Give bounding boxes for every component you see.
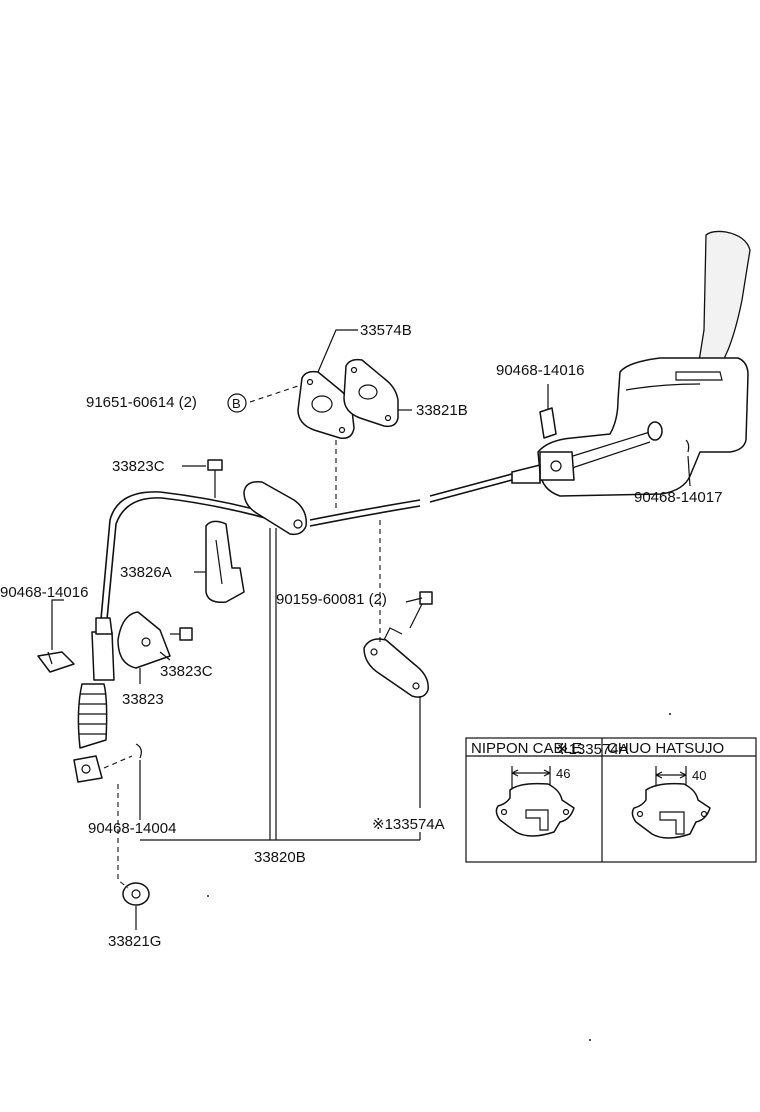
inset-frame xyxy=(465,737,757,863)
inset-header-nippon-cable: NIPPON CABLE xyxy=(471,740,582,757)
stray-mark xyxy=(589,1039,591,1041)
label-133574A-main: ※133574A xyxy=(372,816,445,833)
inset-dimension-40: 40 xyxy=(692,768,706,783)
part-labels: 33574B 91651-60614 (2) B 33821B 90468-14… xyxy=(0,322,722,950)
label-33574B: 33574B xyxy=(360,322,412,339)
inset-133574A: ※133574A NIPPON CABLE CHUO HATSUJO 46 40 xyxy=(465,737,757,863)
inset-plate-chuo-hatsujo: 40 xyxy=(631,766,711,839)
clip-90468-14016-top xyxy=(539,407,557,439)
label-33823: 33823 xyxy=(122,691,164,708)
clip-90468-14017 xyxy=(685,439,690,453)
label-90468-14004: 90468-14004 xyxy=(88,820,176,837)
part-33826A xyxy=(205,520,245,604)
bolt-33823C-mid xyxy=(170,627,193,641)
label-33820B: 33820B xyxy=(254,849,306,866)
label-91651-60614: 91651-60614 (2) xyxy=(86,394,197,411)
cable-bracket xyxy=(243,480,307,536)
part-133574A xyxy=(363,627,429,698)
callout-b-circle xyxy=(227,393,247,413)
inset-dimension-46: 46 xyxy=(556,766,570,781)
leader-lines xyxy=(51,329,691,930)
clip-90468-14016-left xyxy=(37,651,75,673)
inset-plate-nippon-cable: 46 xyxy=(495,766,575,837)
label-90468-14016-left: 90468-14016 xyxy=(0,584,88,601)
part-33821G xyxy=(122,882,150,906)
label-33826A: 33826A xyxy=(120,564,172,581)
part-33821B xyxy=(343,358,399,428)
part-33574B xyxy=(297,370,355,440)
label-33823C-mid: 33823C xyxy=(160,663,213,680)
label-33823C-top: 33823C xyxy=(112,458,165,475)
label-33821B: 33821B xyxy=(416,402,468,419)
stray-mark xyxy=(669,713,671,715)
part-33823 xyxy=(117,611,171,669)
inset-title: ※133574A xyxy=(556,741,629,758)
callout-b-letter: B xyxy=(232,396,241,411)
bolt-33823C-top xyxy=(207,459,223,498)
inset-header-chuo-hatsujo: CHUO HATSUJO xyxy=(607,740,724,757)
label-90468-14017: 90468-14017 xyxy=(634,489,722,506)
bolt-90159-60081 xyxy=(409,591,433,629)
stray-mark xyxy=(207,895,209,897)
label-90159-60081: 90159-60081 (2) xyxy=(276,591,387,608)
shift-lever-assembly xyxy=(537,230,751,497)
label-90468-14016-top: 90468-14016 xyxy=(496,362,584,379)
clip-90468-14004 xyxy=(135,743,142,759)
label-33821G: 33821G xyxy=(108,933,161,950)
